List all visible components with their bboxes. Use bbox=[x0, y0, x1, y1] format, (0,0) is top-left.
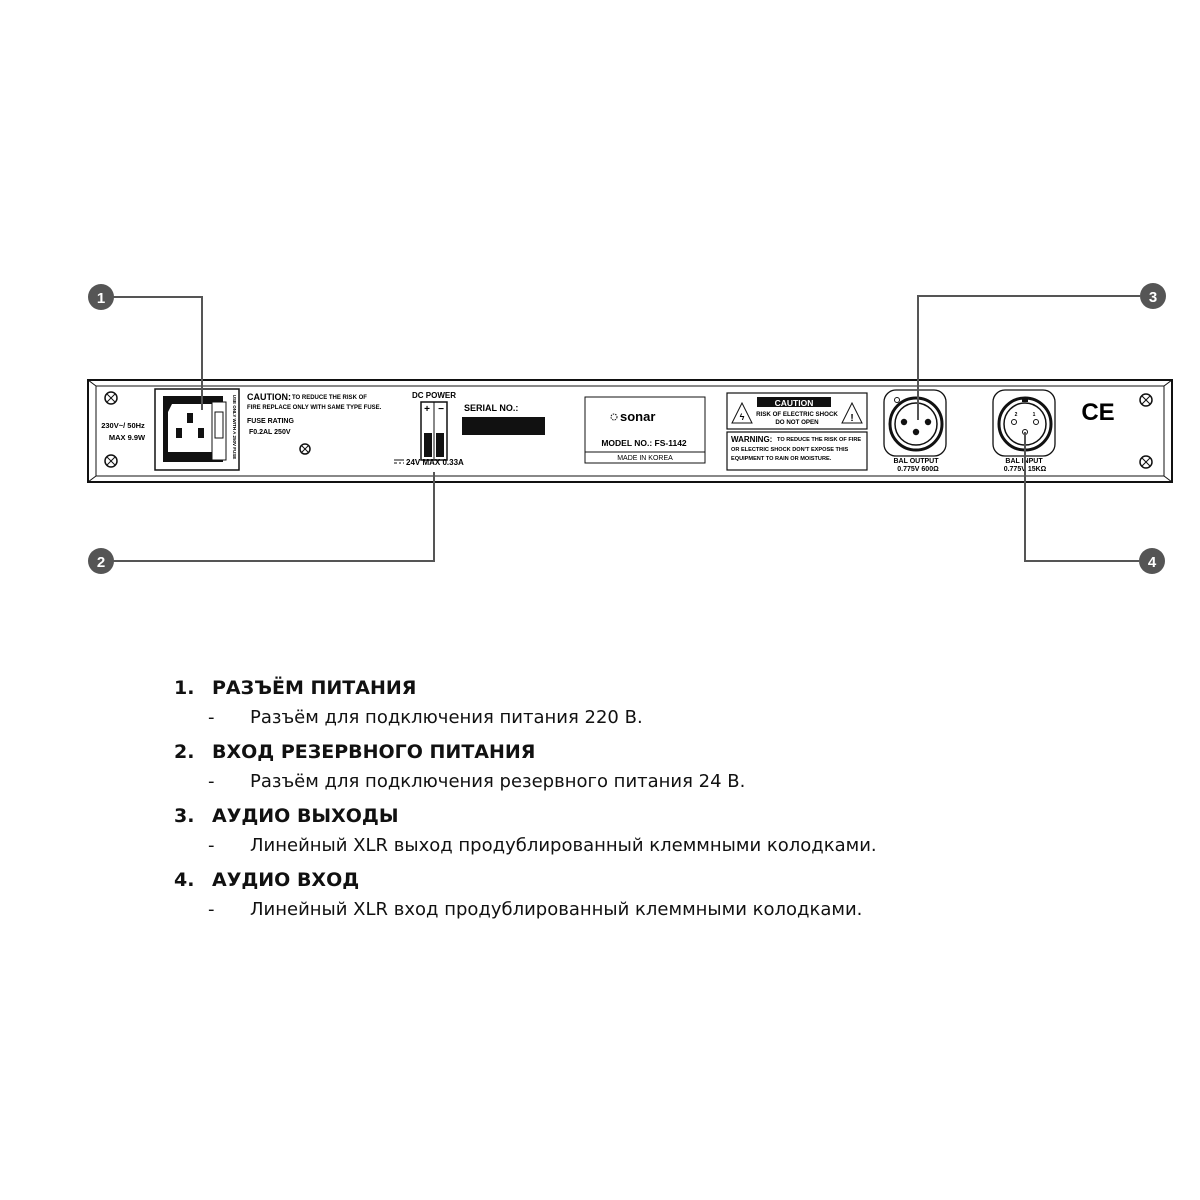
warning-head: WARNING: bbox=[731, 435, 772, 444]
rear-panel-diagram: 230V~/ 50Hz MAX 9.9W USE ONLY WITH A 250… bbox=[87, 283, 1173, 574]
legend-list: 1. РАЗЪЁМ ПИТАНИЯ - Разъём для подключен… bbox=[174, 675, 1074, 931]
dc-power-label: DC POWER bbox=[412, 391, 456, 400]
xlr-output-connector[interactable] bbox=[883, 389, 947, 457]
ce-mark: CE bbox=[1081, 399, 1114, 426]
legend-item-number: 4. bbox=[174, 869, 195, 891]
bal-output-line1: BAL OUTPUT bbox=[894, 458, 940, 465]
legend-item-heading: РАЗЪЁМ ПИТАНИЯ bbox=[212, 677, 417, 699]
power-inlet-module[interactable] bbox=[154, 388, 240, 471]
legend-item-text: Разъём для подключения резервного питани… bbox=[250, 771, 746, 792]
legend-item-title: 4. АУДИО ВХОД bbox=[174, 867, 1074, 893]
fuse-rating-value: F0.2AL 250V bbox=[249, 429, 291, 436]
legend-item-title: 2. ВХОД РЕЗЕРВНОГО ПИТАНИЯ bbox=[174, 739, 1074, 765]
fuse-side-text: USE ONLY WITH A 250V FUSE bbox=[232, 395, 237, 459]
caution-box-line2: DO NOT OPEN bbox=[775, 419, 819, 426]
legend-item-description: - Разъём для подключения резервного пита… bbox=[174, 765, 1074, 803]
callout-number: 2 bbox=[97, 554, 105, 571]
bal-output-line2: 0.775V 600Ω bbox=[897, 466, 939, 473]
screw-icon bbox=[104, 391, 118, 405]
caution-box-title: CAUTION bbox=[775, 398, 814, 408]
callout-badge-4: 4 bbox=[1139, 548, 1165, 574]
model-number: MODEL NO.: FS-1142 bbox=[601, 438, 687, 448]
callout-badge-2: 2 bbox=[88, 548, 114, 574]
shock-icon: ϟ bbox=[740, 412, 745, 422]
warning-line3: EQUIPMENT TO RAIN OR MOISTURE. bbox=[731, 456, 832, 462]
callout-badge-1: 1 bbox=[88, 284, 114, 310]
xlr-input-connector[interactable] bbox=[992, 389, 1056, 457]
caution-text-line1: TO REDUCE THE RISK OF bbox=[292, 395, 367, 401]
dc-minus: − bbox=[438, 404, 444, 415]
serial-label: SERIAL NO.: bbox=[464, 403, 518, 413]
dc-symbol-icon bbox=[394, 459, 404, 464]
legend-item-heading: ВХОД РЕЗЕРВНОГО ПИТАНИЯ bbox=[212, 741, 536, 763]
legend-item-number: 2. bbox=[174, 741, 195, 763]
legend-item-title: 1. РАЗЪЁМ ПИТАНИЯ bbox=[174, 675, 1074, 701]
legend-item-description: - Разъём для подключения питания 220 В. bbox=[174, 701, 1074, 739]
legend-item-number: 1. bbox=[174, 677, 195, 699]
callout-badge-3: 3 bbox=[1140, 283, 1166, 309]
legend-item-description: - Линейный XLR выход продублированный кл… bbox=[174, 829, 1074, 867]
warning-line2: OR ELECTRIC SHOCK DON'T EXPOSE THIS bbox=[731, 447, 849, 453]
model-plate bbox=[584, 396, 706, 464]
fuse-rating-label: FUSE RATING bbox=[247, 418, 294, 425]
dc-plus: + bbox=[424, 404, 430, 415]
serial-plate bbox=[462, 417, 545, 435]
power-label-line2: MAX 9.9W bbox=[109, 433, 146, 442]
legend-item-title: 3. АУДИО ВЫХОДЫ bbox=[174, 803, 1074, 829]
caution-head: CAUTION: bbox=[247, 392, 291, 402]
dc-rating: 24V MAX 0.33A bbox=[406, 458, 464, 467]
callout-leaders bbox=[113, 295, 1140, 562]
legend-item-text: Линейный XLR выход продублированный клем… bbox=[250, 835, 877, 856]
callout-number: 4 bbox=[1148, 554, 1157, 571]
callout-number: 3 bbox=[1149, 289, 1157, 306]
dc-power-terminal[interactable] bbox=[420, 401, 448, 461]
xlr-pin-1: 1 bbox=[1033, 412, 1036, 418]
exclamation-icon: ! bbox=[850, 413, 853, 424]
legend-item-heading: АУДИО ВЫХОДЫ bbox=[212, 805, 399, 827]
legend-dash: - bbox=[208, 771, 215, 792]
legend-item-number: 3. bbox=[174, 805, 195, 827]
legend-dash: - bbox=[208, 835, 215, 856]
screw-icon bbox=[1139, 455, 1153, 469]
callout-number: 1 bbox=[97, 290, 105, 307]
legend-item-text: Разъём для подключения питания 220 В. bbox=[250, 707, 643, 728]
screw-icon bbox=[104, 454, 118, 468]
screw-icon bbox=[1139, 393, 1153, 407]
made-in: MADE IN KOREA bbox=[617, 455, 673, 462]
xlr-pin-2: 2 bbox=[1015, 412, 1018, 418]
brand-logo: sonar bbox=[620, 409, 655, 424]
legend-dash: - bbox=[208, 707, 215, 728]
caution-box-line1: RISK OF ELECTRIC SHOCK bbox=[756, 411, 838, 418]
legend-item-text: Линейный XLR вход продублированный клемм… bbox=[250, 899, 863, 920]
warning-line1: TO REDUCE THE RISK OF FIRE bbox=[777, 437, 861, 443]
caution-label-box bbox=[726, 392, 868, 471]
legend-dash: - bbox=[208, 899, 215, 920]
legend-item-description: - Линейный XLR вход продублированный кле… bbox=[174, 893, 1074, 931]
caution-text-line2: FIRE REPLACE ONLY WITH SAME TYPE FUSE. bbox=[247, 405, 382, 411]
legend-item-heading: АУДИО ВХОД bbox=[212, 869, 360, 891]
power-label-line1: 230V~/ 50Hz bbox=[101, 421, 145, 430]
screw-icon bbox=[299, 443, 311, 455]
